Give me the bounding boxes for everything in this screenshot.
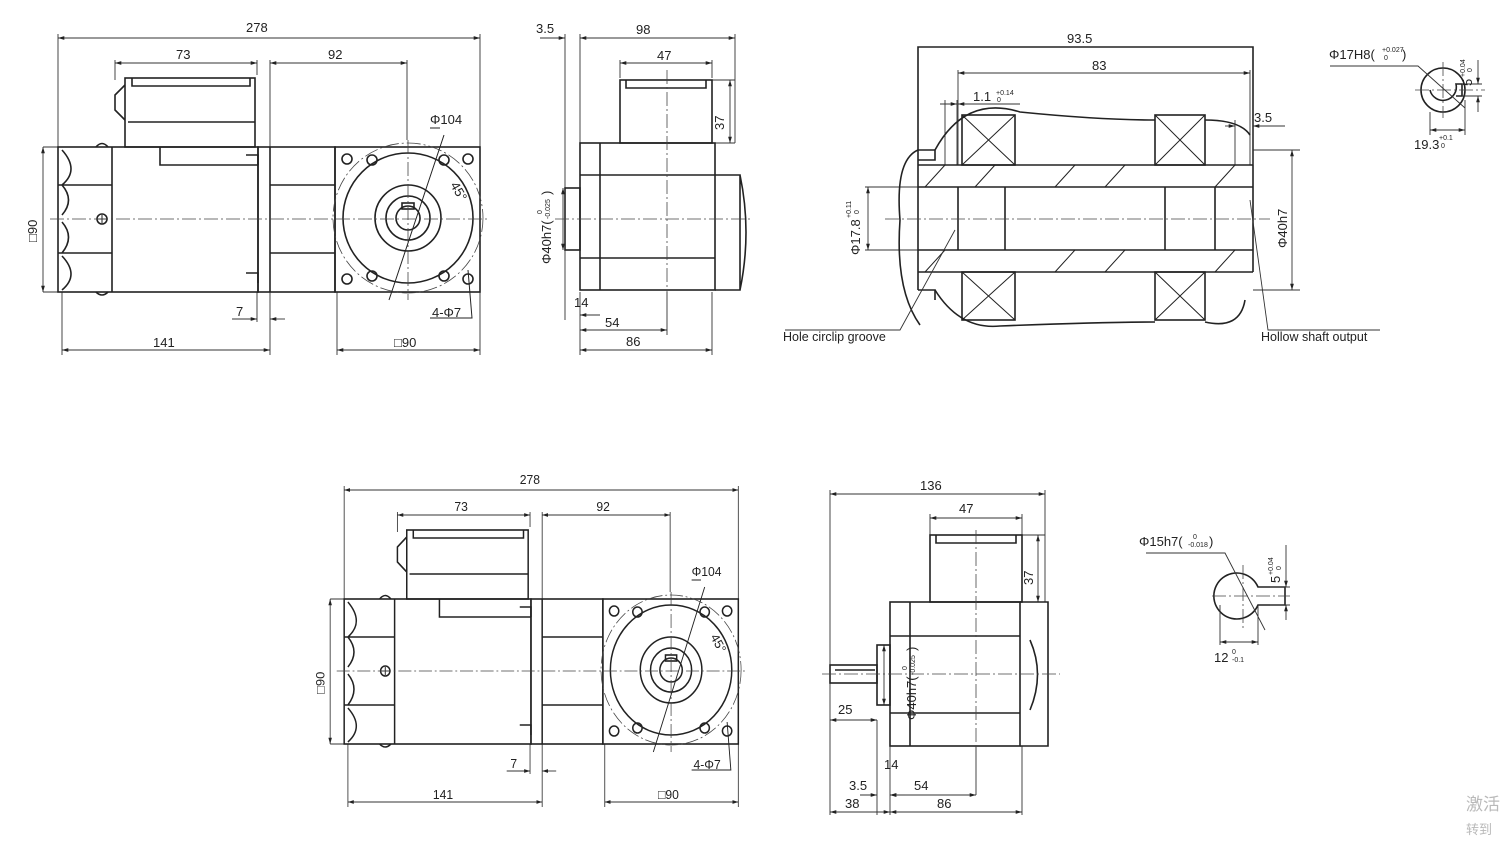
dim-bore-tol-lower: 0 — [1384, 55, 1388, 62]
dim-shaft-tol-lower: -0.018 — [1188, 542, 1208, 549]
dim-gap: 7 — [236, 304, 243, 319]
dim-overall: 278 — [246, 20, 268, 35]
dim-shaft: 25 — [838, 702, 852, 717]
dim-flange: 14 — [884, 757, 898, 772]
dim-pilot-close: ) — [904, 647, 919, 651]
gear-section — [530, 598, 604, 745]
dim-depth: 19.3 — [1414, 137, 1439, 152]
dim-pilot-tol-upper: 0 — [902, 666, 909, 670]
dim-bore-tol-lower: 0 — [854, 210, 861, 214]
dim-pilot-tol-lower: -0.025 — [545, 199, 552, 219]
dim-depth-tol-lower: 0 — [1441, 143, 1445, 150]
dim-bore-tol-upper: +0.027 — [1382, 47, 1404, 54]
dim-key-tol-lower: 0 — [1467, 68, 1474, 72]
dim-motor-length: 141 — [153, 335, 175, 350]
dim-terminal-box: 73 — [176, 47, 190, 62]
dim-depth-tol-lower: -0.1 — [1232, 657, 1244, 664]
dim-box-height: 37 — [712, 116, 727, 130]
dim-shaft: Φ15h7( — [1139, 534, 1183, 549]
dim-overall: 93.5 — [1067, 31, 1092, 46]
dim-key-tol-lower: 0 — [1276, 566, 1283, 570]
dim-shaft-tol-upper: 0 — [1193, 534, 1197, 541]
label-hole-circlip-groove: Hole circlip groove — [783, 330, 886, 344]
terminal-box — [396, 529, 531, 618]
dim-pilot: Φ40h7( — [539, 220, 554, 264]
dim-pcd: Φ104 — [692, 565, 722, 579]
dim-edge: 3.5 — [1254, 110, 1272, 125]
dim-angle: 45° — [447, 179, 470, 204]
dim-angle: 45° — [708, 631, 729, 655]
dim-key: 5 — [1268, 576, 1283, 583]
dim-center: 54 — [605, 315, 619, 330]
watermark-line-1: 激活 — [1466, 795, 1500, 815]
dim-overall: 98 — [636, 22, 650, 37]
dim-key-tol-upper: +0.04 — [1268, 557, 1275, 575]
dim-flange-square: □90 — [394, 335, 416, 350]
dim-flange: 14 — [574, 295, 588, 310]
dim-holes: 4-Φ7 — [432, 305, 461, 320]
dim-bore-close: ) — [1402, 47, 1406, 62]
dim-box-height: 37 — [1021, 571, 1036, 585]
dim-pilot-tol-lower: -0.025 — [910, 655, 917, 675]
dim-gearhead: 92 — [328, 47, 342, 62]
side-view-solid-shaft: 278 73 92 □90 141 7 □90 Φ104 45° 4-Φ7 — [314, 473, 748, 807]
dim-offset: 3.5 — [849, 778, 867, 793]
dim-height-square: □90 — [25, 220, 40, 242]
dim-groove: 1.1 — [973, 89, 991, 104]
dim-bore: Φ17H8( — [1329, 47, 1375, 62]
dim-depth: 12 — [1214, 650, 1228, 665]
dim-pilot: Φ40h7( — [904, 676, 919, 720]
dim-box-width: 47 — [657, 48, 671, 63]
dim-flange-square: □90 — [658, 788, 679, 802]
dim-pilot: Φ40h7 — [1275, 209, 1290, 248]
dim-inner: 83 — [1092, 58, 1106, 73]
dim-height-square: □90 — [314, 672, 328, 694]
shaft-keyway-detail: Φ15h7( 0 -0.018 ) 5 +0.04 0 12 0 -0.1 — [1139, 534, 1290, 665]
dim-gap: 7 — [510, 757, 517, 771]
dim-overall: 278 — [520, 473, 540, 487]
dim-pcd: Φ104 — [430, 112, 462, 127]
side-view: 278 73 92 □90 141 7 □90 Φ104 45° 4-Φ7 — [25, 20, 490, 355]
dim-key: 5 — [1460, 79, 1475, 86]
dim-shaft-close: ) — [1209, 534, 1213, 549]
dim-depth-tol-upper: 0 — [1232, 649, 1236, 656]
watermark-line-2: 转到 — [1466, 823, 1492, 838]
dim-offset: 3.5 — [536, 21, 554, 36]
dim-overall: 136 — [920, 478, 942, 493]
dim-body: 86 — [937, 796, 951, 811]
dim-center: 54 — [914, 778, 928, 793]
label-hollow-shaft-output: Hollow shaft output — [1261, 330, 1368, 344]
dim-depth-tol-upper: +0.1 — [1439, 135, 1453, 142]
dim-shaft-total: 38 — [845, 796, 859, 811]
hollow-shaft-section: 93.5 83 1.1 +0.14 0 3.5 Φ17.8 +0.11 0 Φ4… — [783, 31, 1380, 344]
dim-groove-tol-lower: 0 — [997, 97, 1001, 104]
dim-motor-length: 141 — [433, 788, 453, 802]
hollow-bore-keyway-detail: Φ17H8( +0.027 0 ) 5 +0.04 0 19.3 +0.1 0 — [1329, 47, 1485, 152]
dim-bore: Φ17.8 — [848, 219, 863, 255]
dim-bore-tol-upper: +0.11 — [846, 201, 853, 218]
dim-groove-tol-upper: +0.14 — [996, 90, 1014, 97]
terminal-box — [114, 77, 258, 166]
end-view-hollow: 3.5 98 47 37 Φ40h7( 0 -0.025 ) 14 54 86 — [536, 21, 750, 355]
dim-key-tol-upper: +0.04 — [1460, 59, 1467, 77]
dim-body: 86 — [626, 334, 640, 349]
dim-box-width: 47 — [959, 501, 973, 516]
dim-pilot-tol-upper: 0 — [537, 210, 544, 214]
dim-pilot-close: ) — [539, 191, 554, 195]
dim-holes: 4-Φ7 — [693, 758, 720, 772]
dim-gearhead: 92 — [596, 500, 610, 514]
end-view-solid-shaft: 136 47 37 Φ40h7( 0 -0.025 ) 25 14 54 3.5… — [822, 478, 1060, 815]
gear-section — [257, 146, 336, 293]
dim-terminal-box: 73 — [454, 500, 468, 514]
